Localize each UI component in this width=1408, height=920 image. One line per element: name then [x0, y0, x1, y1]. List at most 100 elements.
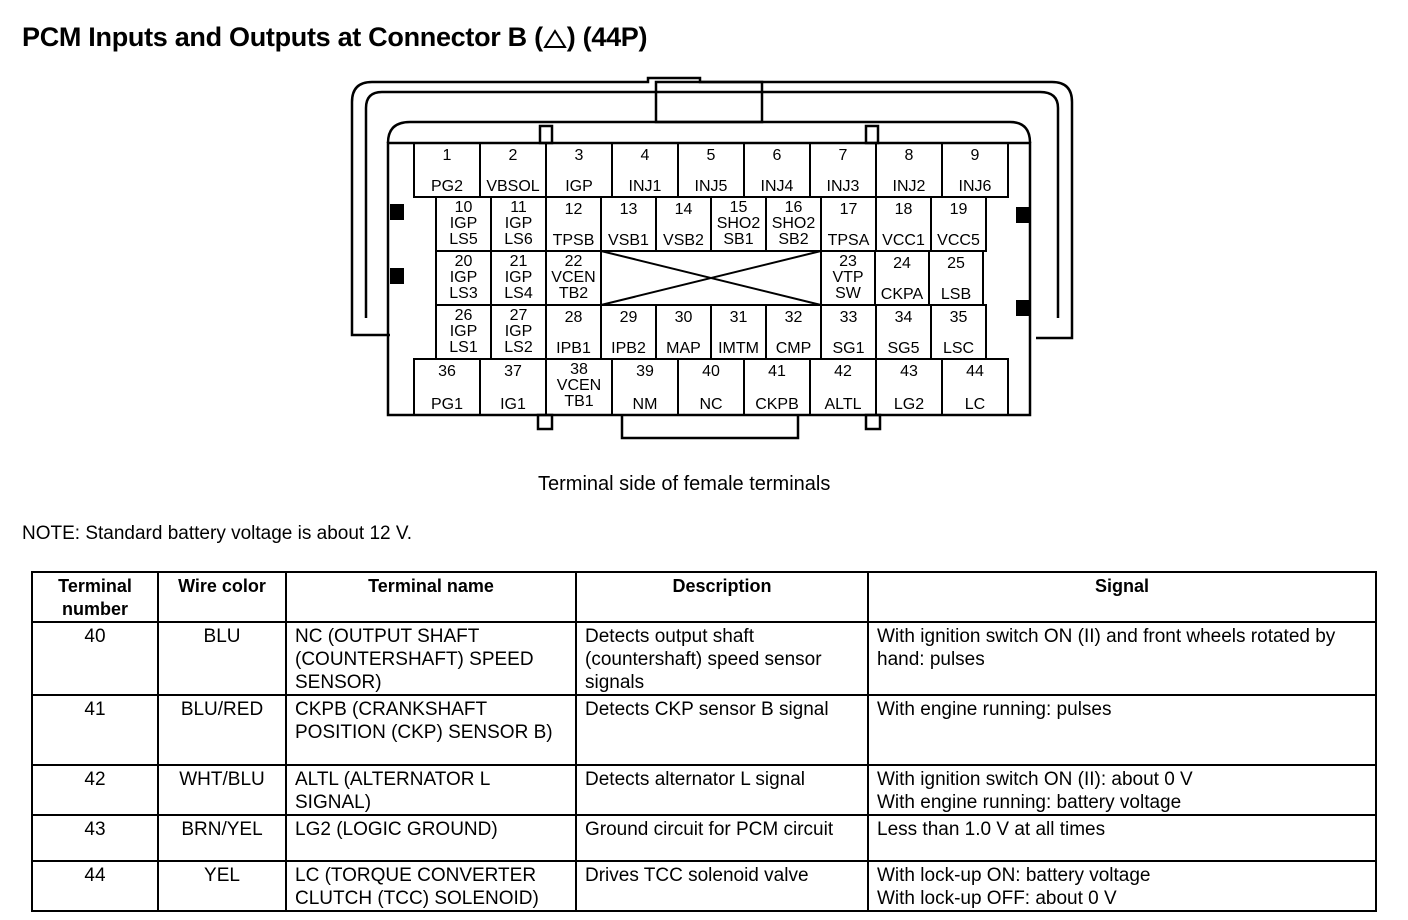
cell-signal: With ignition switch ON (II): about 0 V … [867, 764, 1377, 816]
pin-number: 43 [900, 363, 918, 380]
cell-wire-color: WHT/BLU [157, 764, 287, 816]
page-title: PCM Inputs and Outputs at Connector B ()… [22, 22, 648, 53]
pin-label: VCEN [557, 377, 601, 394]
pin-label: VSB1 [608, 232, 649, 249]
pin-label: INJ2 [893, 178, 926, 195]
pin-number: 16 [785, 199, 803, 216]
table-row: 40 BLU NC (OUTPUT SHAFT (COUNTERSHAFT) S… [31, 621, 1377, 696]
table-row: 44 YEL LC (TORQUE CONVERTER CLUTCH (TCC)… [31, 860, 1377, 912]
cell-description: Drives TCC solenoid valve [575, 860, 869, 912]
pin-label: SB2 [778, 231, 808, 248]
connector-cell [941, 358, 1009, 416]
cell-terminal-number: 43 [31, 814, 159, 862]
pin-label: INJ4 [761, 178, 794, 195]
blank-cross-line [600, 250, 822, 306]
pin-label: CKPA [881, 286, 924, 303]
cell-terminal-name: ALTL (ALTERNATOR L SIGNAL) [285, 764, 577, 816]
pin-number: 33 [840, 309, 858, 326]
pin-label: LS6 [504, 231, 533, 248]
pin-label: TB1 [564, 393, 593, 410]
cell-terminal-name: LC (TORQUE CONVERTER CLUTCH (TCC) SOLENO… [285, 860, 577, 912]
cell-terminal-name: LG2 (LOGIC GROUND) [285, 814, 577, 862]
cell-description: Detects output shaft (countershaft) spee… [575, 621, 869, 696]
pin-label: IGP [505, 323, 533, 340]
cell-description: Ground circuit for PCM circuit [575, 814, 869, 862]
pin-number: 35 [950, 309, 968, 326]
pin-label: IGP [450, 269, 478, 286]
pin-label: SG5 [887, 340, 919, 357]
pin-number: 9 [971, 147, 980, 164]
pin-number: 37 [504, 363, 522, 380]
pin-number: 1 [443, 147, 452, 164]
diagram-caption: Terminal side of female terminals [538, 473, 831, 495]
pin-label: VCC5 [937, 232, 980, 249]
pin-label: VBSOL [486, 178, 539, 195]
pin-number: 40 [702, 363, 720, 380]
cell-description: Detects CKP sensor B signal [575, 694, 869, 766]
pin-label: VCEN [551, 269, 595, 286]
pin-label: SW [835, 285, 862, 302]
pin-label: LG2 [894, 396, 924, 413]
pin-number: 23 [839, 253, 857, 270]
cell-terminal-number: 42 [31, 764, 159, 816]
cell-wire-color: YEL [157, 860, 287, 912]
pin-number: 5 [707, 147, 716, 164]
pin-label: IPB2 [611, 340, 646, 357]
cell-wire-color: BLU [157, 621, 287, 696]
pin-label: LS4 [504, 285, 533, 302]
cell-signal: With ignition switch ON (II) and front w… [867, 621, 1377, 696]
note-text: NOTE: Standard battery voltage is about … [22, 523, 413, 544]
cell-terminal-name: CKPB (CRANKSHAFT POSITION (CKP) SENSOR B… [285, 694, 577, 766]
pin-label: NM [633, 396, 658, 413]
pin-label: PG2 [431, 178, 463, 195]
cell-description: Detects alternator L signal [575, 764, 869, 816]
pin-number: 10 [455, 199, 473, 216]
pin-number: 30 [675, 309, 693, 326]
pin-number: 17 [840, 201, 858, 218]
pin-number: 28 [565, 309, 583, 326]
pin-number: 41 [768, 363, 786, 380]
pin-label: LC [965, 396, 985, 413]
pin-label: LS5 [449, 231, 478, 248]
pin-label: SHO2 [717, 215, 761, 232]
pin-number: 18 [895, 201, 913, 218]
pin-label: INJ5 [695, 178, 728, 195]
cell-terminal-number: 40 [31, 621, 159, 696]
connector-diagram: 1PG22VBSOL3IGP4INJ15INJ56INJ47INJ38INJ29… [350, 76, 1074, 440]
pin-label: TPSB [553, 232, 595, 249]
pin-number: 15 [730, 199, 748, 216]
pin-number: 25 [947, 255, 965, 272]
pin-label: INJ1 [629, 178, 662, 195]
pin-number: 11 [510, 199, 527, 216]
pin-number: 8 [905, 147, 914, 164]
pin-number: 19 [950, 201, 968, 218]
pin-label: IGP [505, 269, 533, 286]
pin-number: 34 [895, 309, 913, 326]
terminal-table: Terminal number Wire color Terminal name… [31, 571, 1377, 912]
pin-number: 2 [509, 147, 518, 164]
pin-number: 12 [565, 201, 583, 218]
pin-label: SHO2 [772, 215, 816, 232]
cell-terminal-number: 41 [31, 694, 159, 766]
pin-label: SB1 [723, 231, 753, 248]
cell-wire-color: BLU/RED [157, 694, 287, 766]
pin-label: IGP [450, 215, 478, 232]
pin-number: 26 [455, 307, 473, 324]
pin-number: 21 [510, 253, 528, 270]
pin-number: 32 [785, 309, 803, 326]
cell-terminal-number: 44 [31, 860, 159, 912]
pin-label: LS3 [449, 285, 478, 302]
pin-number: 27 [510, 307, 528, 324]
table-row: 41 BLU/RED CKPB (CRANKSHAFT POSITION (CK… [31, 694, 1377, 766]
pin-label: LS2 [504, 339, 533, 356]
pin-label: IGP [505, 215, 533, 232]
pin-label: LSC [943, 340, 974, 357]
cell-signal: Less than 1.0 V at all times [867, 814, 1377, 862]
table-header-row: Terminal number Wire color Terminal name… [31, 571, 1377, 623]
cell-terminal-name: NC (OUTPUT SHAFT (COUNTERSHAFT) SPEED SE… [285, 621, 577, 696]
pin-label: IGP [450, 323, 478, 340]
pin-number: 3 [575, 147, 584, 164]
pin-number: 22 [565, 253, 583, 270]
pin-number: 44 [966, 363, 984, 380]
pin-number: 38 [570, 361, 588, 378]
